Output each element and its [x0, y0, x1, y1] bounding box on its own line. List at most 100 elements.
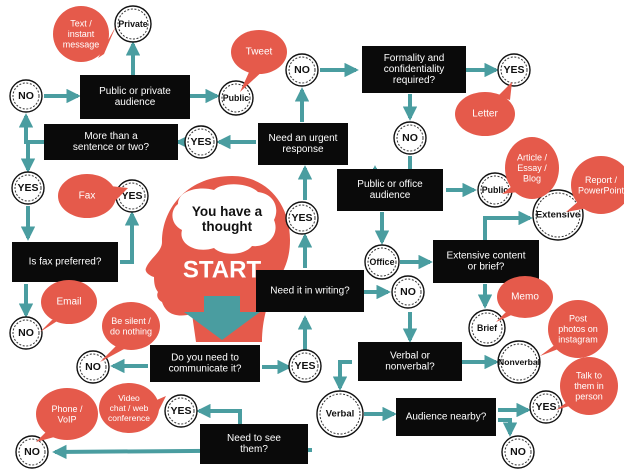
decision-fax-preferred-line-1: Is fax preferred?: [29, 257, 102, 268]
outcome-video-chat-line-1: Video: [118, 393, 140, 403]
node-yes-line-1: YES: [121, 190, 142, 202]
decision-need-to-communicate-line-2: communicate it?: [169, 364, 242, 375]
outcome-talk-in-person-line-2: them in: [574, 381, 604, 391]
outcome-text-message-line-3: message: [63, 40, 100, 50]
decision-public-office-line-2: audience: [370, 190, 411, 201]
outcome-report-line-2: PowerPoint: [578, 185, 624, 195]
decision-fax-preferred: Is fax preferred?: [12, 242, 118, 282]
outcome-be-silent-line-1: Be silent /: [111, 316, 151, 326]
decision-extensive-brief-line-1: Extensive content: [447, 251, 526, 262]
decision-need-to-communicate-line-1: Do you need to: [171, 353, 239, 364]
arrow-22: [498, 418, 518, 437]
node-yes: YES: [285, 201, 319, 235]
decision-audience-nearby: Audience nearby?: [396, 398, 496, 436]
outcome-be-silent: Be silent /do nothing: [100, 302, 160, 362]
outcome-fax-line-1: Fax: [79, 191, 96, 202]
start-arrow-icon: [184, 296, 260, 340]
decision-need-in-writing-line-1: Need it in writing?: [270, 286, 350, 297]
node-no-line-1: NO: [402, 132, 418, 144]
node-no-line-1: NO: [18, 90, 34, 102]
node-no-line-1: NO: [294, 64, 310, 76]
node-no-line-1: NO: [18, 327, 34, 339]
outcome-email-line-1: Email: [56, 297, 81, 308]
node-yes-line-1: YES: [294, 360, 315, 372]
outcome-tweet-line-1: Tweet: [246, 47, 273, 58]
decision-need-urgent-line-1: Need an urgent: [269, 133, 338, 144]
outcome-text-message-line-1: Text /: [70, 19, 92, 29]
outcome-video-chat-line-2: chat / web: [110, 403, 149, 413]
decision-audience-nearby-line-1: Audience nearby?: [406, 412, 487, 423]
outcome-post-photos-line-2: photos on: [558, 324, 598, 334]
decision-formality-line-1: Formality and: [384, 53, 445, 64]
node-yes-line-1: YES: [291, 212, 312, 224]
outcome-post-photos-line-3: instagram: [558, 335, 598, 345]
arrow-19: [332, 360, 352, 391]
outcome-report: Report /PowerPoint: [566, 156, 624, 214]
node-no: NO: [9, 79, 43, 113]
decision-more-than-sentence-line-2: sentence or two?: [73, 142, 150, 153]
start-headline-line-1: You have a: [192, 204, 263, 219]
node-no: NO: [285, 53, 319, 87]
node-brief-line-1: Brief: [477, 323, 497, 333]
decision-public-private-line-2: audience: [115, 97, 156, 108]
node-no: NO: [9, 316, 43, 350]
node-yes-line-1: YES: [503, 64, 524, 76]
arrow-30: [18, 113, 44, 144]
node-no: NO: [76, 350, 110, 384]
node-yes: YES: [288, 349, 322, 383]
outcome-memo: Memo: [496, 276, 553, 322]
outcome-phone-voip: Phone /VoIP: [36, 388, 98, 442]
outcome-email: Email: [40, 280, 97, 332]
decision-verbal-nonverbal-line-1: Verbal or: [390, 351, 431, 362]
outcome-letter: Letter: [455, 82, 515, 136]
node-office-line-1: Office: [370, 257, 395, 267]
outcome-talk-in-person-line-3: person: [575, 392, 603, 402]
node-no: NO: [393, 121, 427, 155]
outcome-article-line-1: Article /: [517, 153, 548, 163]
decision-need-in-writing: Need it in writing?: [256, 270, 364, 312]
node-public: Public: [218, 80, 254, 116]
node-no: NO: [15, 435, 49, 469]
decision-extensive-brief-line-2: or brief?: [468, 262, 505, 273]
node-public-line-1: Public: [223, 93, 250, 103]
thought-cloud: [172, 184, 277, 254]
arrow-29: [20, 140, 44, 173]
decision-more-than-sentence-line-1: More than a: [84, 131, 138, 142]
node-extensive-line-1: Extensive: [536, 210, 580, 221]
node-no-line-1: NO: [510, 446, 526, 458]
node-yes: YES: [11, 171, 45, 205]
node-extensive: Extensive: [532, 189, 584, 241]
outcome-article-line-2: Essay /: [517, 163, 547, 173]
start-headline-line-2: thought: [202, 219, 253, 234]
node-private-line-1: Private: [118, 19, 147, 29]
node-yes-line-1: YES: [17, 182, 38, 194]
node-public-line-1: Public: [482, 185, 509, 195]
node-yes: YES: [497, 53, 531, 87]
node-yes: YES: [115, 179, 149, 213]
node-yes: YES: [164, 394, 198, 428]
decision-verbal-nonverbal-line-2: nonverbal?: [385, 362, 435, 373]
decision-need-to-see-line-2: them?: [240, 444, 268, 455]
arrow-35: [120, 211, 140, 264]
node-no-line-1: NO: [85, 361, 101, 373]
outcome-video-chat-line-3: conference: [108, 413, 150, 423]
decision-public-private-line-1: Public or private: [99, 86, 171, 97]
decision-public-office-line-1: Public or office: [357, 179, 423, 190]
outcome-article-line-3: Blog: [523, 174, 541, 184]
node-brief: Brief: [468, 309, 506, 347]
arrow-14: [483, 210, 533, 240]
node-nonverbal: Nonverbal: [497, 340, 541, 384]
node-nonverbal-line-1: Nonverbal: [498, 357, 540, 367]
